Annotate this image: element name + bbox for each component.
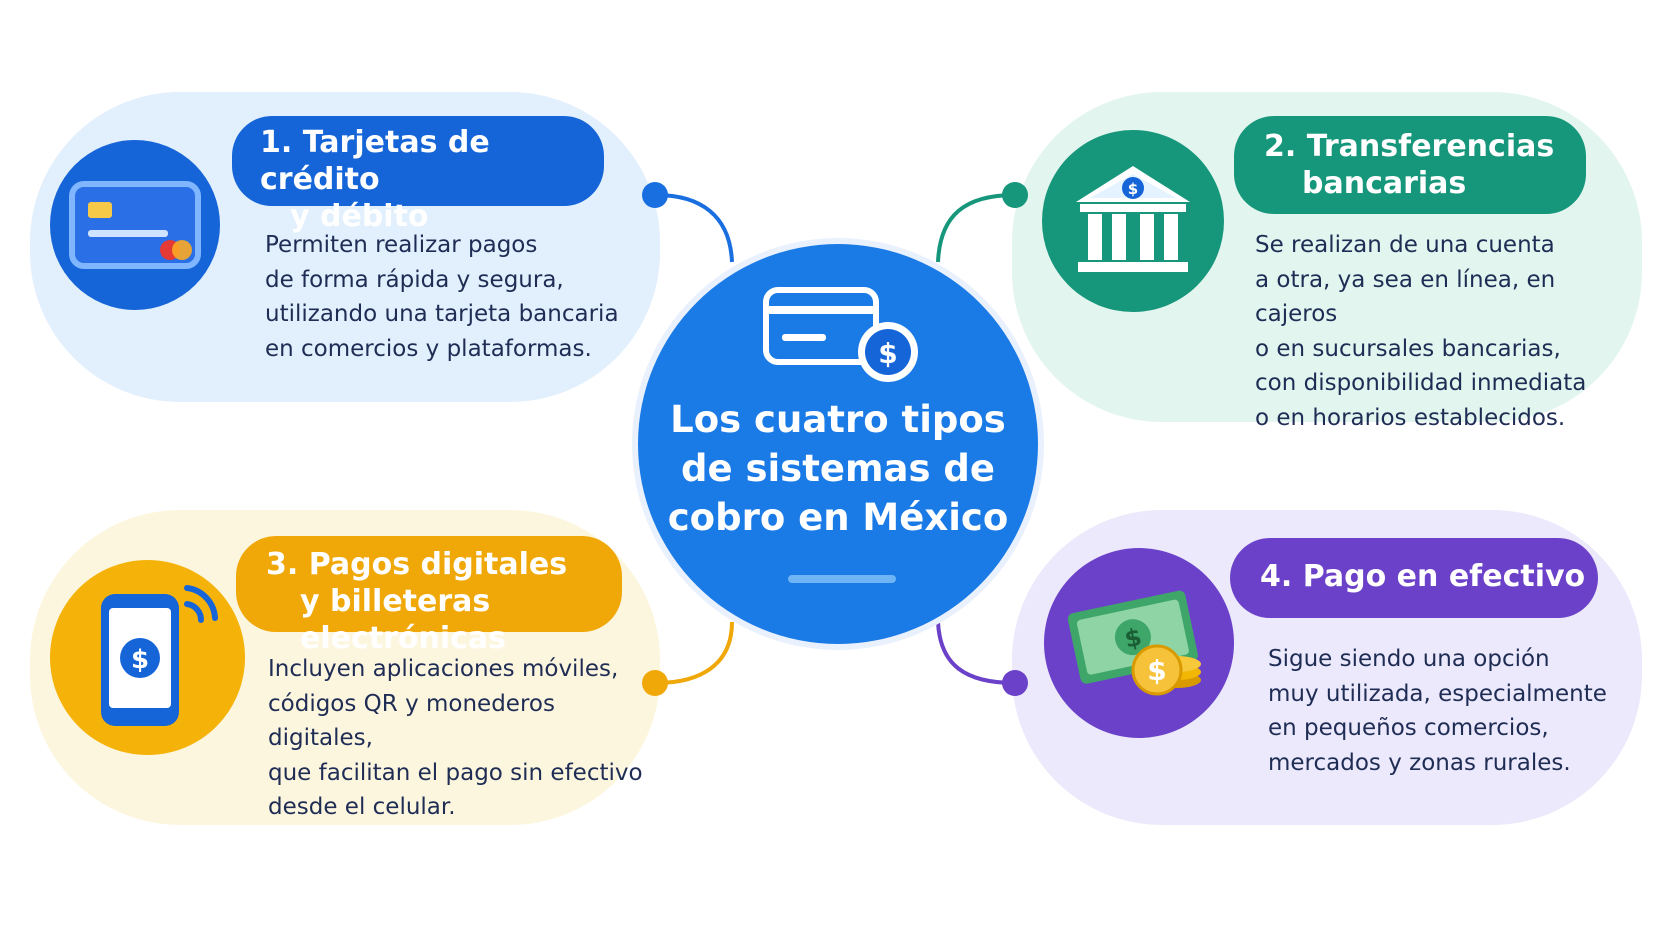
cash-coins-icon: $ $ xyxy=(1044,548,1234,738)
title-credit-debit: 1. Tarjetas de crédito y débito xyxy=(232,116,604,234)
description-cash-payment: Sigue siendo una opción muy utilizada, e… xyxy=(1268,646,1607,776)
connector-3 xyxy=(655,621,734,685)
connector-dot-1 xyxy=(642,182,668,208)
connector-1 xyxy=(655,193,734,263)
title-cash-payment: 4. Pago en efectivo xyxy=(1230,538,1598,618)
title-digital-payments: 3. Pagos digitales y billeteras electrón… xyxy=(236,536,622,656)
description-credit-debit: Permiten realizar pagos de forma rápida … xyxy=(265,232,619,362)
smartphone-icon: $ xyxy=(50,560,245,755)
title-bank-transfers: 2. Transferencias bancarias xyxy=(1234,116,1586,214)
svg-text:$: $ xyxy=(1147,654,1166,687)
bank-icon: $ xyxy=(1042,130,1224,312)
connector-dot-2 xyxy=(1002,182,1028,208)
svg-text:$: $ xyxy=(1128,180,1138,198)
svg-text:$: $ xyxy=(130,645,148,675)
title-underline xyxy=(788,575,896,583)
svg-text:$: $ xyxy=(878,337,897,370)
connector-4 xyxy=(936,621,1016,685)
svg-text:$: $ xyxy=(1122,623,1144,654)
description-digital-payments: Incluyen aplicaciones móviles, códigos Q… xyxy=(268,656,643,820)
main-title: Los cuatro tipos de sistemas de cobro en… xyxy=(667,398,1009,539)
connector-2 xyxy=(936,193,1016,263)
credit-card-icon xyxy=(50,140,220,310)
description-bank-transfers: Se realizan de una cuenta a otra, ya sea… xyxy=(1255,232,1587,431)
connector-dot-3 xyxy=(642,670,668,696)
connector-dot-4 xyxy=(1002,670,1028,696)
